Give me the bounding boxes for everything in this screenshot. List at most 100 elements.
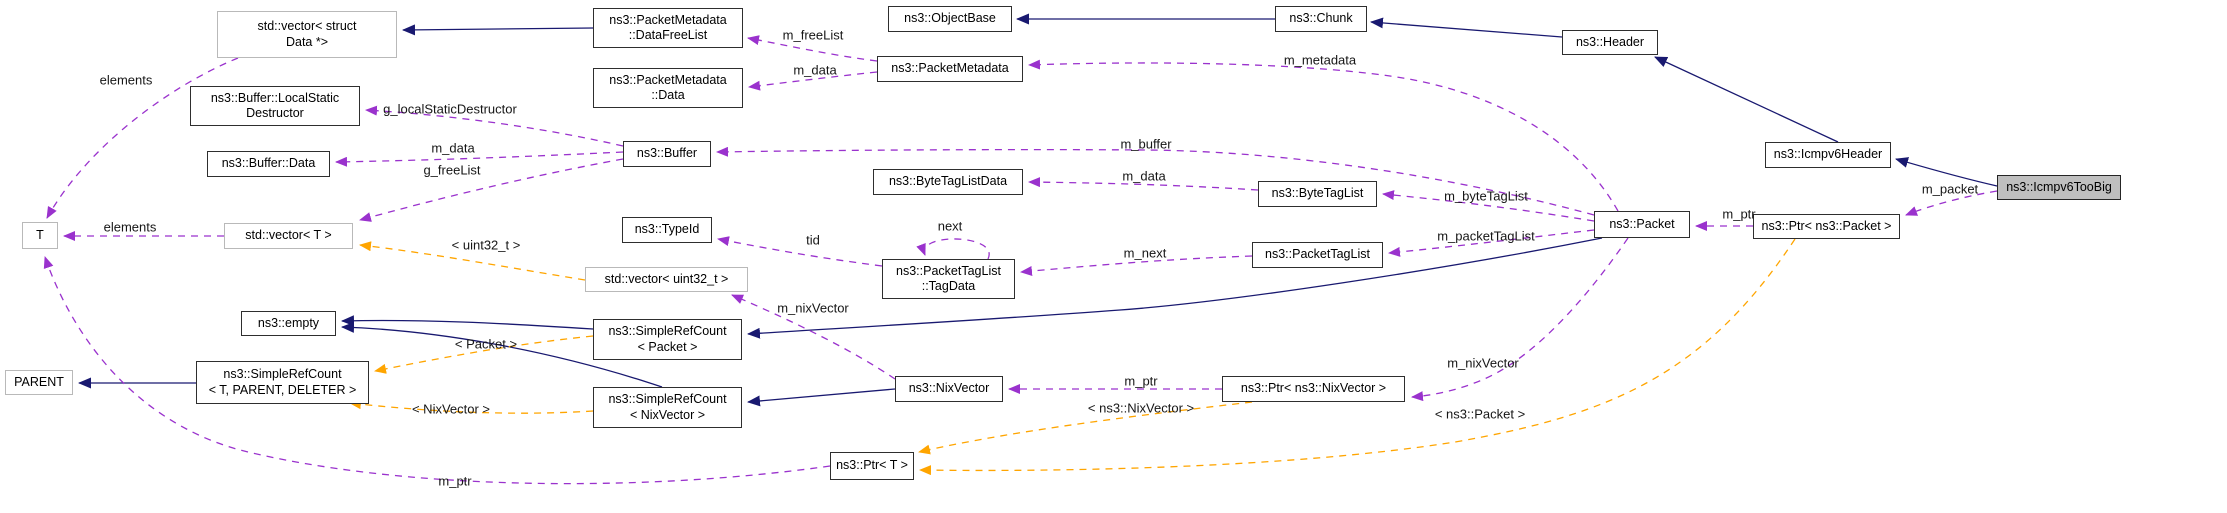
edge-inh-nixvector-simplerefcountnix — [747, 388, 896, 407]
node-std-vector-struct-data[interactable]: std::vector< struct Data *> — [217, 11, 397, 58]
edge-label-m-nixvector-nixvector: m_nixVector — [777, 300, 849, 316]
node-label: PARENT — [14, 374, 64, 389]
edge-inh-packet-simplerefcountpacket — [747, 237, 1603, 339]
node-simplerefcount-packet[interactable]: ns3::SimpleRefCount < Packet > — [593, 319, 742, 360]
node-buffer-localstaticdestructor[interactable]: ns3::Buffer::LocalStatic Destructor — [190, 86, 360, 126]
edge-use-m-data-packetmetadata — [748, 71, 878, 91]
node-label: ns3::TypeId — [634, 222, 700, 237]
edge-label-next: next — [937, 218, 963, 234]
node-packet[interactable]: ns3::Packet — [1594, 211, 1690, 238]
node-ptr-nixvector[interactable]: ns3::Ptr< ns3::NixVector > — [1222, 376, 1405, 402]
node-label: ns3::Buffer::Data — [221, 156, 316, 171]
edge-label-m-nixvector-packet: m_nixVector — [1447, 355, 1519, 371]
node-label: ns3::PacketMetadata ::Data — [609, 72, 727, 103]
node-packettaglist[interactable]: ns3::PacketTagList — [1252, 242, 1383, 268]
node-label: std::vector< T > — [245, 228, 332, 243]
node-label: ns3::Ptr< ns3::Packet > — [1761, 218, 1892, 233]
edge-label-tmpl-uint32: < uint32_t > — [451, 237, 521, 253]
edge-label-m-data-bytetaglist: m_data — [1122, 168, 1166, 184]
node-std-vector-uint32[interactable]: std::vector< uint32_t > — [585, 267, 748, 292]
edge-use-m-bytetaglist — [1382, 190, 1595, 222]
node-label: ns3::empty — [257, 315, 320, 330]
node-objectbase[interactable]: ns3::ObjectBase — [888, 6, 1012, 32]
edge-use-m-nixvector-nixvector — [731, 294, 896, 380]
node-chunk[interactable]: ns3::Chunk — [1275, 6, 1367, 32]
node-header[interactable]: ns3::Header — [1562, 30, 1658, 55]
edge-use-m-data-buffer — [335, 151, 624, 167]
edge-tpl-nixvector — [349, 399, 594, 414]
edge-use-elements-vectordata — [46, 57, 239, 219]
node-packetmetadata-datafreelist[interactable]: ns3::PacketMetadata ::DataFreeList — [593, 8, 743, 48]
node-simplerefcount-t-parent-deleter[interactable]: ns3::SimpleRefCount < T, PARENT, DELETER… — [196, 361, 369, 404]
edge-use-g-localstaticdestructor — [365, 105, 624, 147]
node-parent-param[interactable]: PARENT — [5, 370, 73, 395]
edge-label-tmpl-nixvector: < NixVector > — [411, 401, 491, 417]
edge-use-next-selfloop — [916, 238, 990, 260]
edge-label-m-packet: m_packet — [1921, 181, 1979, 197]
edge-label-m-ptr-t: m_ptr — [438, 473, 472, 489]
edge-label-tmpl-ns3-packet: < ns3::Packet > — [1434, 406, 1526, 422]
node-packettaglist-tagdata[interactable]: ns3::PacketTagList ::TagData — [882, 259, 1015, 299]
edge-label-elements-vector-t: elements — [103, 219, 157, 235]
node-ptr-t[interactable]: ns3::Ptr< T > — [830, 452, 914, 480]
node-label: ns3::Packet — [1609, 216, 1675, 231]
node-typeid[interactable]: ns3::TypeId — [622, 217, 712, 243]
edge-use-m-next — [1020, 255, 1253, 276]
edge-label-tmpl-packet: < Packet > — [454, 336, 518, 352]
edge-inh-srcnix-empty — [341, 321, 663, 388]
node-buffer[interactable]: ns3::Buffer — [623, 141, 711, 167]
edge-label-g-freelist: g_freeList — [423, 162, 481, 178]
node-label: ns3::Chunk — [1289, 11, 1353, 26]
edge-label-g-localstaticdestructor: g_localStaticDestructor — [383, 101, 517, 117]
edge-label-m-next: m_next — [1123, 245, 1167, 261]
node-label: ns3::SimpleRefCount < NixVector > — [608, 392, 727, 422]
node-label: ns3::Buffer::LocalStatic Destructor — [210, 90, 340, 121]
node-bytetaglistdata[interactable]: ns3::ByteTagListData — [873, 169, 1023, 195]
node-label: ns3::ObjectBase — [904, 11, 996, 26]
node-label: ns3::Icmpv6TooBig — [2006, 179, 2112, 194]
node-icmpv6header[interactable]: ns3::Icmpv6Header — [1765, 142, 1891, 168]
node-label: ns3::PacketTagList ::TagData — [896, 263, 1001, 294]
node-t-param[interactable]: T — [22, 222, 58, 249]
node-bytetaglist[interactable]: ns3::ByteTagList — [1258, 181, 1377, 207]
edge-label-m-ptr-nixvector: m_ptr — [1124, 373, 1158, 389]
node-empty[interactable]: ns3::empty — [241, 311, 336, 336]
node-label: ns3::PacketMetadata ::DataFreeList — [609, 12, 727, 43]
node-simplerefcount-nixvector[interactable]: ns3::SimpleRefCount < NixVector > — [593, 387, 742, 428]
edge-use-tid — [717, 236, 883, 267]
edge-label-tmpl-ns3-nixvector: < ns3::NixVector > — [1087, 400, 1195, 416]
node-label: ns3::Header — [1575, 34, 1645, 49]
node-label: std::vector< struct Data *> — [257, 19, 357, 49]
edge-label-m-data-buffer: m_data — [431, 140, 475, 156]
edge-label-tid: tid — [806, 232, 820, 248]
edge-label-m-ptr-packet: m_ptr — [1722, 206, 1756, 222]
edge-use-m-data-bytetaglist — [1028, 177, 1259, 191]
node-icmpv6toobig[interactable]: ns3::Icmpv6TooBig — [1997, 175, 2121, 200]
edge-use-g-freelist — [359, 158, 624, 222]
node-label: std::vector< uint32_t > — [604, 271, 729, 286]
node-ptr-packet[interactable]: ns3::Ptr< ns3::Packet > — [1753, 214, 1900, 239]
edge-tpl-ns3-packet — [919, 238, 1796, 476]
edge-tpl-uint32 — [359, 241, 586, 281]
edge-use-m-nixvector-packet — [1411, 237, 1629, 402]
edge-use-m-ptr-t — [43, 256, 831, 485]
node-packetmetadata[interactable]: ns3::PacketMetadata — [877, 56, 1023, 82]
node-std-vector-t[interactable]: std::vector< T > — [224, 223, 353, 249]
edge-label-m-packettaglist: m_packetTagList — [1437, 228, 1535, 244]
edge-tpl-packet — [374, 335, 594, 374]
edge-use-m-freelist — [747, 35, 878, 62]
edge-label-m-buffer: m_buffer — [1120, 136, 1172, 152]
node-label: ns3::PacketTagList — [1265, 247, 1370, 262]
node-label: T — [36, 227, 44, 242]
node-packetmetadata-data[interactable]: ns3::PacketMetadata ::Data — [593, 68, 743, 108]
node-label: ns3::Buffer — [636, 146, 698, 161]
edge-inh-datafreelist-vector — [402, 24, 594, 36]
node-label: ns3::Ptr< ns3::NixVector > — [1240, 381, 1387, 396]
edge-inh-srcpacket-empty — [341, 315, 594, 330]
edge-label-m-bytetaglist: m_byteTagList — [1444, 188, 1528, 204]
node-buffer-data[interactable]: ns3::Buffer::Data — [207, 151, 330, 177]
node-label: ns3::PacketMetadata — [891, 61, 1009, 76]
node-nixvector[interactable]: ns3::NixVector — [895, 376, 1003, 402]
